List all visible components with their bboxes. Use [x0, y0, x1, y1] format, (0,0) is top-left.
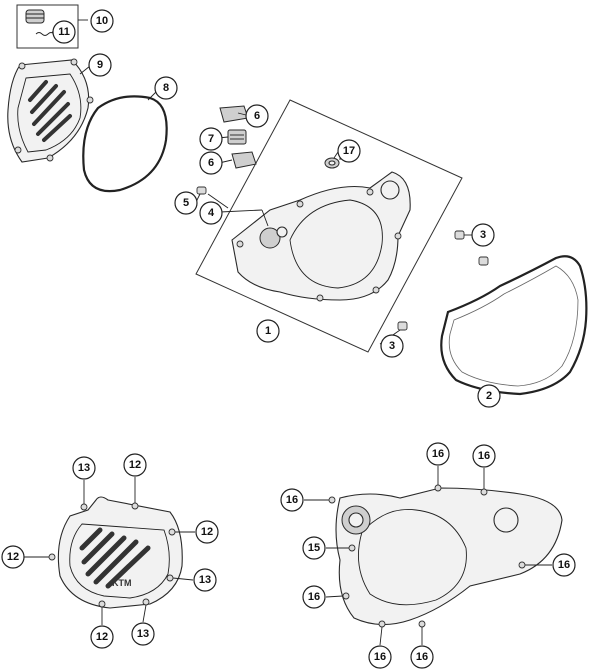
- inner-clutch-cover-bottom: [328, 484, 563, 628]
- svg-text:2: 2: [486, 390, 492, 402]
- svg-text:5: 5: [183, 197, 189, 209]
- callout-9: 9: [88, 53, 112, 77]
- vent-cap-7: [227, 129, 247, 145]
- callout-13-bottom: 13: [131, 622, 155, 646]
- svg-text:6: 6: [208, 157, 214, 169]
- callout-12-bottom: 12: [90, 625, 114, 649]
- callout-6-bottom: 6: [199, 151, 223, 175]
- cover-gasket-ring: [82, 95, 168, 193]
- filler-plug: [25, 9, 45, 24]
- svg-text:1: 1: [265, 325, 271, 337]
- svg-text:3: 3: [389, 340, 395, 352]
- callout-7: 7: [199, 127, 223, 151]
- cover-brand-mark: KTM: [112, 578, 132, 588]
- callouts: 10 11 9 8 6 7 6 17 5 4 3 1 3 2 13: [1, 9, 576, 669]
- callout-12-right: 12: [195, 520, 219, 544]
- svg-text:16: 16: [432, 448, 444, 460]
- plug-frame: [16, 4, 79, 49]
- callout-4: 4: [199, 201, 223, 225]
- callout-3-lower: 3: [380, 334, 404, 358]
- callout-11: 11: [52, 20, 76, 44]
- pin-4: [207, 193, 229, 209]
- callout-16-bottom-b: 16: [410, 645, 434, 669]
- svg-text:12: 12: [201, 526, 213, 538]
- svg-text:17: 17: [343, 145, 355, 157]
- callout-17: 17: [337, 139, 361, 163]
- seal-6-bottom: [231, 151, 257, 169]
- svg-text:12: 12: [129, 459, 141, 471]
- svg-text:6: 6: [254, 110, 260, 122]
- svg-text:16: 16: [374, 651, 386, 663]
- callout-15: 15: [302, 536, 326, 560]
- svg-text:9: 9: [97, 59, 103, 71]
- callout-10: 10: [90, 9, 114, 33]
- callout-16-left: 16: [280, 488, 304, 512]
- callout-8: 8: [154, 76, 178, 100]
- callout-2: 2: [477, 384, 501, 408]
- svg-text:12: 12: [96, 631, 108, 643]
- svg-text:4: 4: [208, 207, 215, 219]
- callout-13-right: 13: [193, 568, 217, 592]
- leader-lines-bottom: [24, 466, 552, 646]
- dowel-pins: [397, 230, 489, 331]
- filler-plug-assembly: [16, 4, 88, 49]
- dowel-upper-b: [478, 256, 489, 266]
- svg-text:16: 16: [416, 651, 428, 663]
- screw-parts: [196, 186, 229, 209]
- svg-text:13: 13: [199, 574, 211, 586]
- svg-text:12: 12: [7, 551, 19, 563]
- callout-16-lower-left: 16: [302, 585, 326, 609]
- callout-16-top-a: 16: [426, 442, 450, 466]
- svg-text:13: 13: [78, 462, 90, 474]
- spring: [35, 32, 55, 36]
- svg-text:3: 3: [480, 229, 486, 241]
- clutch-cover-main: [231, 171, 411, 302]
- svg-text:13: 13: [137, 628, 149, 640]
- clutch-cover-assembly-frame: [195, 99, 463, 353]
- svg-text:11: 11: [58, 26, 70, 38]
- plug-5: [196, 186, 207, 195]
- callout-12-left: 12: [1, 545, 25, 569]
- svg-text:15: 15: [308, 542, 320, 554]
- callout-13-top: 13: [72, 456, 96, 480]
- callout-16-right: 16: [552, 553, 576, 577]
- callout-12-top: 12: [123, 453, 147, 477]
- outer-clutch-cover-top: [7, 58, 94, 163]
- outer-clutch-cover-bottom: KTM: [48, 496, 183, 609]
- dowel-upper-a: [454, 230, 465, 240]
- svg-text:16: 16: [286, 494, 298, 506]
- svg-text:10: 10: [96, 15, 108, 27]
- svg-text:8: 8: [163, 82, 169, 94]
- svg-text:16: 16: [308, 591, 320, 603]
- svg-text:7: 7: [208, 133, 214, 145]
- callout-5: 5: [174, 191, 198, 215]
- callout-6-top: 6: [245, 104, 269, 128]
- svg-text:16: 16: [478, 450, 490, 462]
- callout-1: 1: [256, 319, 280, 343]
- callout-3-upper: 3: [471, 223, 495, 247]
- dowel-lower: [397, 321, 408, 331]
- shaft-seal-17: [324, 152, 341, 169]
- callout-16-top-b: 16: [472, 444, 496, 468]
- svg-text:16: 16: [558, 559, 570, 571]
- callout-16-bottom-a: 16: [368, 645, 392, 669]
- clutch-cover-gasket: [440, 255, 588, 396]
